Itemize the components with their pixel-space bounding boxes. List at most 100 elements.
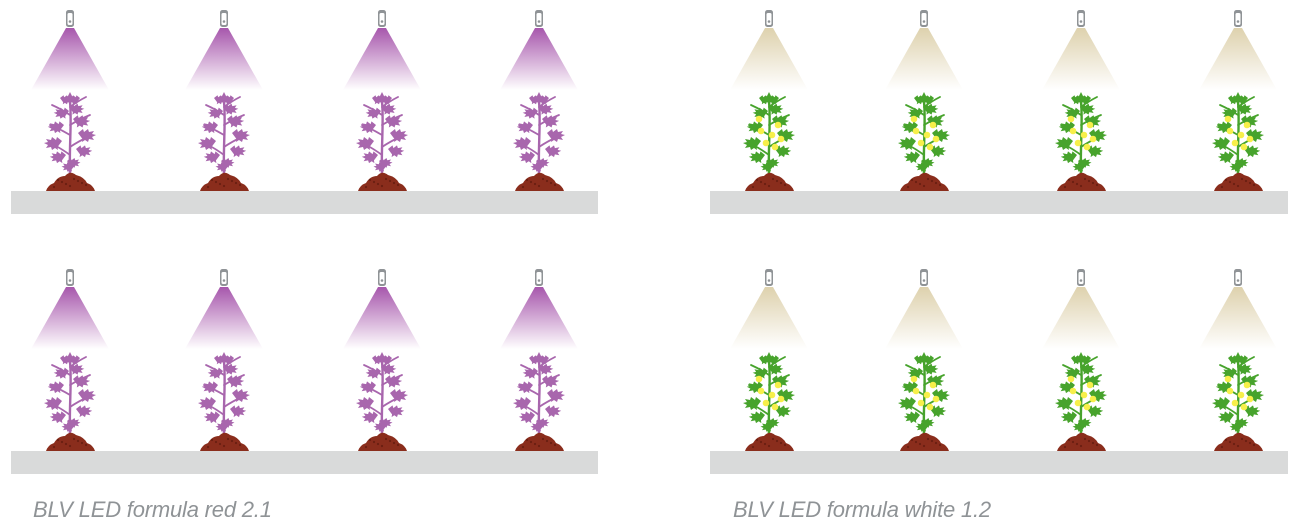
flower bbox=[917, 399, 925, 407]
flower bbox=[1080, 391, 1088, 399]
flower bbox=[1243, 121, 1251, 129]
flower bbox=[929, 121, 937, 129]
light-beam bbox=[500, 28, 578, 90]
flower bbox=[771, 403, 779, 411]
shelf bbox=[11, 451, 598, 474]
grow-lamp-icon bbox=[535, 269, 543, 286]
grow-unit bbox=[31, 269, 109, 451]
plant-icon bbox=[44, 352, 96, 439]
flower bbox=[1074, 139, 1082, 147]
grow-unit bbox=[185, 269, 263, 451]
flower bbox=[1083, 143, 1091, 151]
grow-unit bbox=[343, 269, 421, 451]
light-beam bbox=[31, 28, 109, 90]
plant-icon bbox=[1055, 352, 1107, 439]
grow-lamp-icon bbox=[920, 10, 928, 27]
flower bbox=[1240, 403, 1248, 411]
soil-mound-icon bbox=[745, 172, 794, 191]
grow-unit bbox=[730, 269, 808, 451]
flower bbox=[912, 127, 920, 135]
panel-red-formula bbox=[11, 10, 598, 474]
flower bbox=[1089, 395, 1097, 403]
grow-unit bbox=[185, 10, 263, 191]
soil-mound-icon bbox=[358, 432, 407, 451]
flower bbox=[923, 391, 931, 399]
light-beam bbox=[31, 287, 109, 349]
plant-icon bbox=[743, 352, 795, 439]
grow-unit bbox=[500, 10, 578, 191]
panel-white-formula bbox=[710, 10, 1288, 474]
grow-lamp-icon bbox=[1077, 269, 1085, 286]
plant-icon bbox=[898, 92, 950, 179]
plant-icon bbox=[198, 352, 250, 439]
flower bbox=[923, 131, 931, 139]
flower bbox=[1246, 395, 1254, 403]
grow-lamp-icon bbox=[378, 10, 386, 27]
soil-mound-icon bbox=[900, 172, 949, 191]
panels-layer bbox=[11, 10, 1288, 474]
light-beam bbox=[500, 287, 578, 349]
soil-mound-icon bbox=[1057, 172, 1106, 191]
flower bbox=[774, 381, 782, 389]
flower bbox=[777, 395, 785, 403]
flower bbox=[1243, 381, 1251, 389]
shelf bbox=[710, 451, 1288, 474]
grow-lamp-icon bbox=[66, 269, 74, 286]
flower bbox=[1069, 127, 1077, 135]
plant-icon bbox=[356, 352, 408, 439]
shelf-row bbox=[710, 10, 1288, 214]
flower bbox=[929, 381, 937, 389]
flower bbox=[762, 139, 770, 147]
flower bbox=[926, 403, 934, 411]
light-beam bbox=[730, 28, 808, 90]
grow-unit bbox=[500, 269, 578, 451]
grow-lamp-icon bbox=[765, 10, 773, 27]
flower bbox=[1067, 115, 1075, 123]
soil-mound-icon bbox=[46, 432, 95, 451]
flower bbox=[777, 135, 785, 143]
plant-icon bbox=[743, 92, 795, 179]
grow-unit bbox=[1199, 10, 1277, 191]
light-beam bbox=[730, 287, 808, 349]
caption-red-formula: BLV LED formula red 2.1 bbox=[33, 497, 272, 522]
caption-white-formula: BLV LED formula white 1.2 bbox=[733, 497, 991, 522]
flower bbox=[1237, 391, 1245, 399]
grow-lamp-icon bbox=[535, 10, 543, 27]
flower bbox=[1226, 387, 1234, 395]
grow-unit bbox=[730, 10, 808, 191]
flower bbox=[774, 121, 782, 129]
flower bbox=[1086, 121, 1094, 129]
soil-mound-icon bbox=[745, 432, 794, 451]
grow-unit bbox=[1042, 10, 1120, 191]
light-beam bbox=[885, 287, 963, 349]
plant-icon bbox=[198, 92, 250, 179]
flower bbox=[932, 135, 940, 143]
grow-lamp-icon bbox=[66, 10, 74, 27]
grow-lamp-icon bbox=[1234, 10, 1242, 27]
soil-mound-icon bbox=[515, 432, 564, 451]
grow-unit bbox=[885, 10, 963, 191]
grow-lamp-icon bbox=[220, 269, 228, 286]
shelf bbox=[11, 191, 598, 214]
plant-icon bbox=[513, 352, 565, 439]
flower bbox=[768, 131, 776, 139]
plant-icon bbox=[1212, 92, 1264, 179]
light-beam bbox=[185, 287, 263, 349]
soil-mound-icon bbox=[1214, 172, 1263, 191]
flower bbox=[1083, 403, 1091, 411]
flower bbox=[757, 127, 765, 135]
flower bbox=[1067, 375, 1075, 383]
light-beam bbox=[885, 28, 963, 90]
grow-lamp-icon bbox=[220, 10, 228, 27]
light-beam bbox=[1042, 28, 1120, 90]
flower bbox=[1237, 131, 1245, 139]
grow-unit bbox=[1042, 269, 1120, 451]
soil-mound-icon bbox=[1214, 432, 1263, 451]
grow-lamp-icon bbox=[920, 269, 928, 286]
flower bbox=[910, 115, 918, 123]
light-beam bbox=[1042, 287, 1120, 349]
plant-icon bbox=[1055, 92, 1107, 179]
plant-icon bbox=[356, 92, 408, 179]
grow-lamp-icon bbox=[378, 269, 386, 286]
flower bbox=[926, 143, 934, 151]
